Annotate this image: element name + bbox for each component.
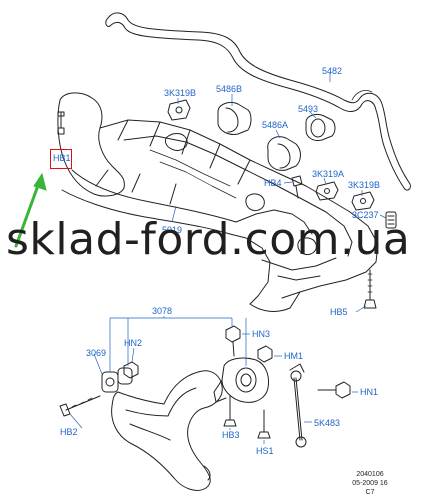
bushing-5486a	[267, 136, 301, 171]
label-hm1[interactable]: HM1	[284, 351, 304, 361]
label-hn2[interactable]: HN2	[124, 338, 143, 348]
rear-bushing-bracket	[213, 357, 269, 403]
bolt-hb5	[363, 269, 377, 309]
bolt-hb3	[223, 395, 237, 427]
label-3k319b-top[interactable]: 3K319B	[164, 88, 197, 98]
label-hb1[interactable]: HB1	[53, 153, 71, 163]
label-5493[interactable]: 5493	[298, 104, 319, 114]
footer-code: C7	[365, 489, 375, 496]
subframe-5019	[57, 92, 379, 312]
bushing-5486b	[217, 101, 252, 135]
label-hb4[interactable]: HB4	[264, 178, 282, 188]
highlight-box-hb1: HB1	[50, 149, 72, 169]
label-3k319b-right[interactable]: 3K319B	[348, 180, 381, 190]
lower-control-arm-3078	[111, 370, 223, 491]
nut-hn1	[317, 381, 351, 399]
label-3c237[interactable]: 3C237	[352, 210, 379, 220]
label-5482[interactable]: 5482	[322, 66, 343, 76]
label-hn3[interactable]: HN3	[252, 329, 271, 339]
footer-date: 05-2009 16	[352, 480, 388, 487]
clip-3c237	[385, 211, 397, 229]
label-hs1[interactable]: HS1	[256, 446, 274, 456]
label-5486a[interactable]: 5486A	[262, 120, 289, 130]
leader-lines	[69, 72, 387, 444]
label-5k483[interactable]: 5K483	[314, 418, 341, 428]
label-hb3[interactable]: HB3	[222, 430, 240, 440]
nut-hn2	[123, 361, 139, 379]
bolt-hb2	[59, 395, 101, 417]
nut-hn3	[225, 325, 241, 357]
bolt-hs1	[257, 409, 271, 439]
bracket-3k319b-right	[351, 191, 375, 211]
nut-hm1	[257, 345, 273, 363]
label-3k319a[interactable]: 3K319A	[312, 169, 345, 179]
label-5019[interactable]: 5019	[162, 225, 183, 235]
label-hb5[interactable]: HB5	[330, 307, 348, 317]
label-hb2[interactable]: HB2	[60, 427, 78, 437]
footer-ref-number: 2040106	[356, 471, 384, 478]
bolt-hb1	[57, 111, 65, 135]
label-3069[interactable]: 3069	[86, 348, 107, 358]
label-5486b[interactable]: 5486B	[216, 84, 243, 94]
bracket-3k319b-top	[167, 99, 191, 121]
bracket-3k319a	[315, 181, 339, 201]
label-3078[interactable]: 3078	[152, 306, 173, 316]
stabilizer-bar-5482	[105, 12, 411, 191]
bushing-5493	[305, 113, 336, 141]
label-hn1[interactable]: HN1	[360, 387, 379, 397]
watermark-text: sklad-ford.com.ua	[6, 214, 411, 265]
bushing-3069	[101, 367, 133, 393]
stabilizer-link-5k483	[289, 363, 307, 448]
green-pointer-arrow	[14, 172, 47, 248]
